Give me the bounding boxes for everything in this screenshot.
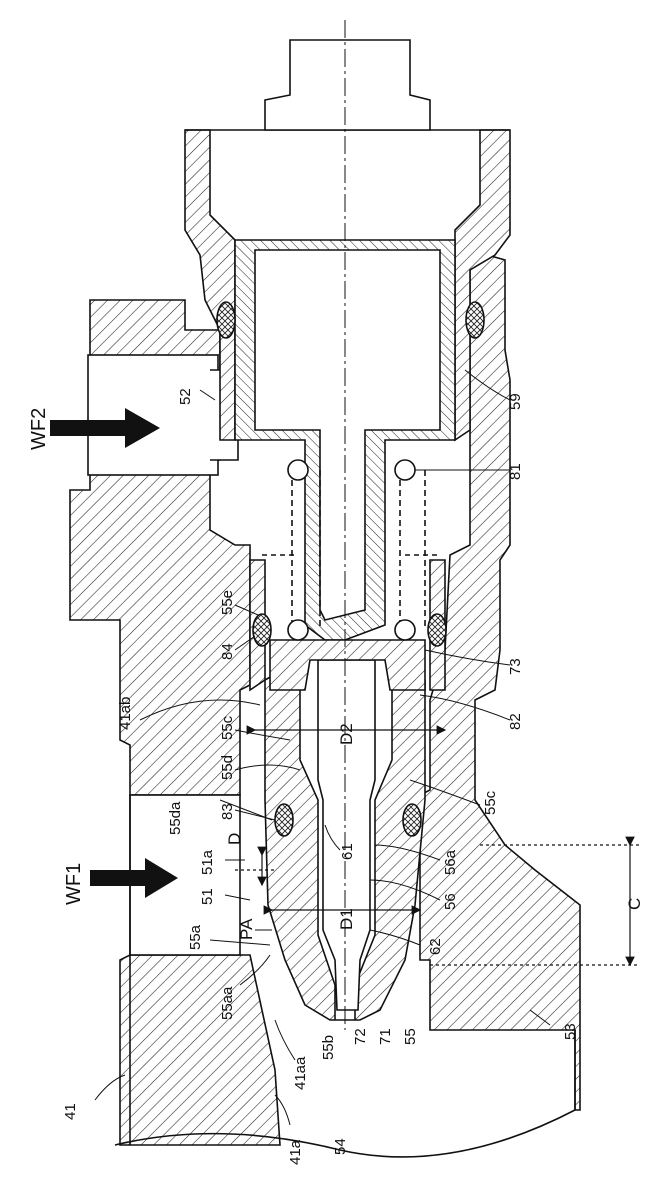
label-59: 59 <box>507 393 524 410</box>
label-55da: 55da <box>167 801 184 835</box>
ball-81-left <box>288 460 308 480</box>
seal-top-right <box>466 302 484 338</box>
label-51: 51 <box>199 888 216 905</box>
label-41a: 41a <box>287 1139 304 1165</box>
label-72: 72 <box>352 1028 369 1045</box>
leader-41aa <box>275 1020 295 1060</box>
label-84: 84 <box>219 643 236 660</box>
label-d2: D2 <box>337 723 356 745</box>
ball-81-right <box>395 460 415 480</box>
label-53: 53 <box>562 1023 579 1040</box>
seal-84-right <box>428 614 446 646</box>
label-56: 56 <box>442 893 459 910</box>
label-55c-right: 55c <box>482 790 499 815</box>
label-71: 71 <box>377 1028 394 1045</box>
label-wf2: WF2 <box>28 408 50 450</box>
label-c: C <box>625 898 644 910</box>
ball-82-left <box>288 620 308 640</box>
housing-left-lower <box>120 955 280 1145</box>
label-41: 41 <box>62 1103 79 1120</box>
label-55c-left: 55c <box>219 715 236 740</box>
label-61: 61 <box>339 843 356 860</box>
label-55a: 55a <box>187 924 204 950</box>
label-d1: D1 <box>337 908 356 930</box>
label-wf1: WF1 <box>63 863 85 905</box>
label-41ab: 41ab <box>117 697 134 730</box>
label-41aa: 41aa <box>292 1056 309 1090</box>
label-55e: 55e <box>219 590 236 615</box>
label-81: 81 <box>507 463 524 480</box>
label-pa: PA <box>237 918 256 940</box>
label-55: 55 <box>402 1028 419 1045</box>
label-55d: 55d <box>219 755 236 780</box>
label-56a: 56a <box>442 849 459 875</box>
label-d: D <box>225 833 244 845</box>
port-52-cavity <box>88 355 218 475</box>
label-73: 73 <box>507 658 524 675</box>
label-82: 82 <box>507 713 524 730</box>
seal-84 <box>253 614 271 646</box>
seal-83-right <box>403 804 421 836</box>
label-51a: 51a <box>199 849 216 875</box>
label-52: 52 <box>177 388 194 405</box>
label-62: 62 <box>427 938 444 955</box>
seal-top-left <box>217 302 235 338</box>
label-83: 83 <box>219 803 236 820</box>
label-54: 54 <box>332 1138 349 1155</box>
connector-top <box>265 40 430 130</box>
label-55b: 55b <box>320 1035 337 1060</box>
ball-82-right <box>395 620 415 640</box>
seal-83 <box>275 804 293 836</box>
label-55aa: 55aa <box>219 986 236 1020</box>
